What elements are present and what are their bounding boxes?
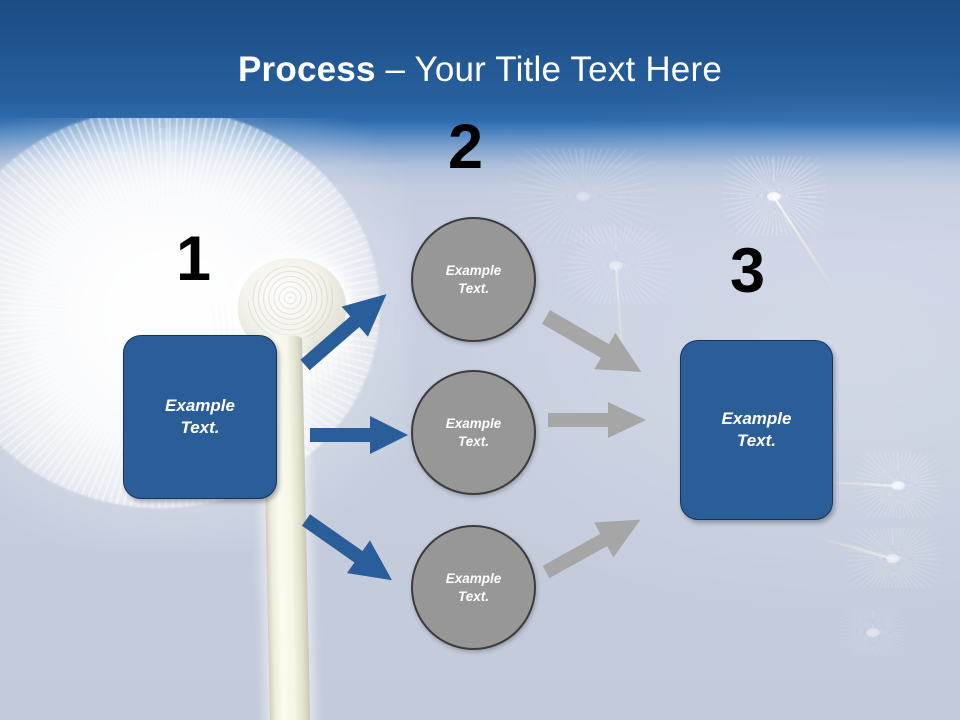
stage-2-circle-middle-label: Example Text. bbox=[445, 416, 502, 449]
page-title: Process – Your Title Text Here bbox=[0, 52, 960, 87]
stage-1-box-label: Example Text. bbox=[165, 396, 235, 437]
blue-arrow-middle bbox=[310, 416, 408, 454]
stage-1-box[interactable]: Example Text. bbox=[123, 335, 277, 499]
gray-arrow-lower bbox=[536, 502, 650, 589]
arrow-shape bbox=[300, 294, 387, 371]
floating-seed-4 bbox=[838, 608, 908, 656]
step-number-3: 3 bbox=[730, 236, 766, 306]
gray-arrow-upper bbox=[536, 299, 652, 390]
arrow-shape bbox=[542, 519, 641, 579]
arrow-shape bbox=[310, 416, 408, 454]
floating-seed-1 bbox=[722, 156, 836, 292]
stage-2-circle-top[interactable]: Example Text. bbox=[411, 217, 536, 342]
floating-seed-2 bbox=[826, 452, 941, 518]
stage-2-circle-bottom[interactable]: Example Text. bbox=[411, 525, 536, 650]
seed-crown bbox=[508, 148, 658, 244]
arrow-shape bbox=[542, 310, 642, 372]
stage-2-circle-bottom-label: Example Text. bbox=[445, 571, 502, 604]
stage-2-circle-top-label: Example Text. bbox=[445, 263, 502, 296]
page-title-rest: – Your Title Text Here bbox=[375, 50, 722, 89]
step-number-1: 1 bbox=[176, 224, 212, 294]
stage-3-box[interactable]: Example Text. bbox=[680, 340, 833, 520]
blue-arrow-up bbox=[292, 279, 400, 380]
seed-hub bbox=[866, 628, 880, 637]
page-title-bold: Process bbox=[238, 50, 376, 89]
step-number-2: 2 bbox=[448, 112, 484, 182]
floating-seed-3 bbox=[817, 528, 941, 588]
arrow-shape bbox=[301, 514, 393, 581]
blue-arrow-down bbox=[295, 504, 404, 597]
seed-hub bbox=[576, 192, 590, 201]
arrow-shape bbox=[548, 402, 646, 438]
stage-2-circle-middle[interactable]: Example Text. bbox=[411, 370, 536, 495]
stage-3-box-label: Example Text. bbox=[721, 409, 792, 450]
floating-seed-5 bbox=[556, 226, 676, 376]
gray-arrow-middle bbox=[548, 402, 646, 438]
floating-seed-6 bbox=[508, 148, 658, 244]
seed-hub bbox=[609, 261, 623, 270]
